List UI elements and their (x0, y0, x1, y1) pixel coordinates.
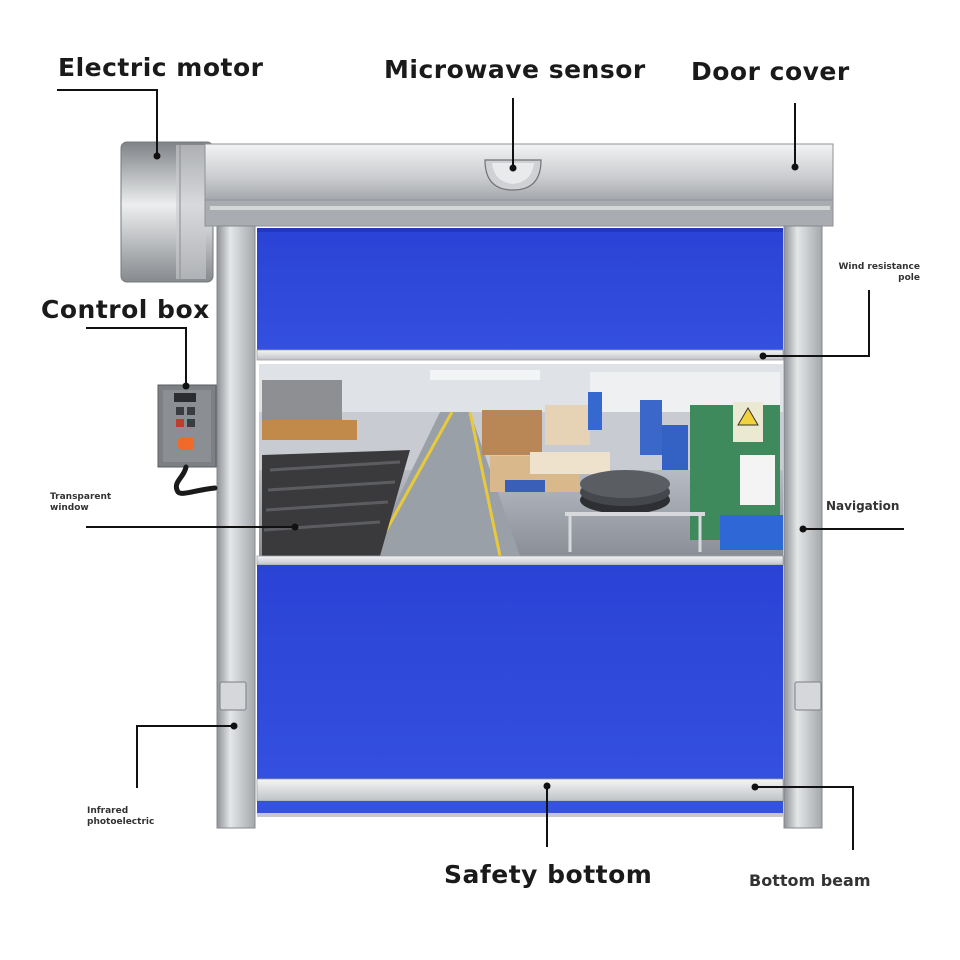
label-bottom-beam: Bottom beam (749, 871, 871, 890)
label-wind-resistance-pole: Wind resistance pole (838, 262, 920, 283)
label-door-cover: Door cover (691, 57, 850, 86)
safety-bottom-bar (256, 778, 784, 802)
label-navigation: Navigation (826, 499, 900, 513)
microwave-sensor (484, 159, 542, 191)
bottom-beam (257, 801, 783, 815)
curtain-lower (257, 565, 783, 779)
label-transparent-window: Transparent window (50, 492, 112, 513)
label-electric-motor: Electric motor (58, 53, 264, 82)
leader-lines (57, 89, 904, 850)
label-infrared-photoelectric: Infrared photoelectric (87, 806, 155, 827)
transparent-window (259, 364, 783, 557)
electric-motor (120, 141, 214, 283)
navigation-bar (256, 555, 784, 566)
leader-dots (153, 152, 807, 791)
label-control-box: Control box (41, 295, 210, 324)
label-safety-bottom: Safety bottom (444, 860, 653, 889)
control-box (157, 384, 218, 496)
curtain-upper (257, 228, 783, 350)
wind-resistance-pole (256, 349, 784, 361)
label-microwave-sensor: Microwave sensor (384, 55, 646, 84)
